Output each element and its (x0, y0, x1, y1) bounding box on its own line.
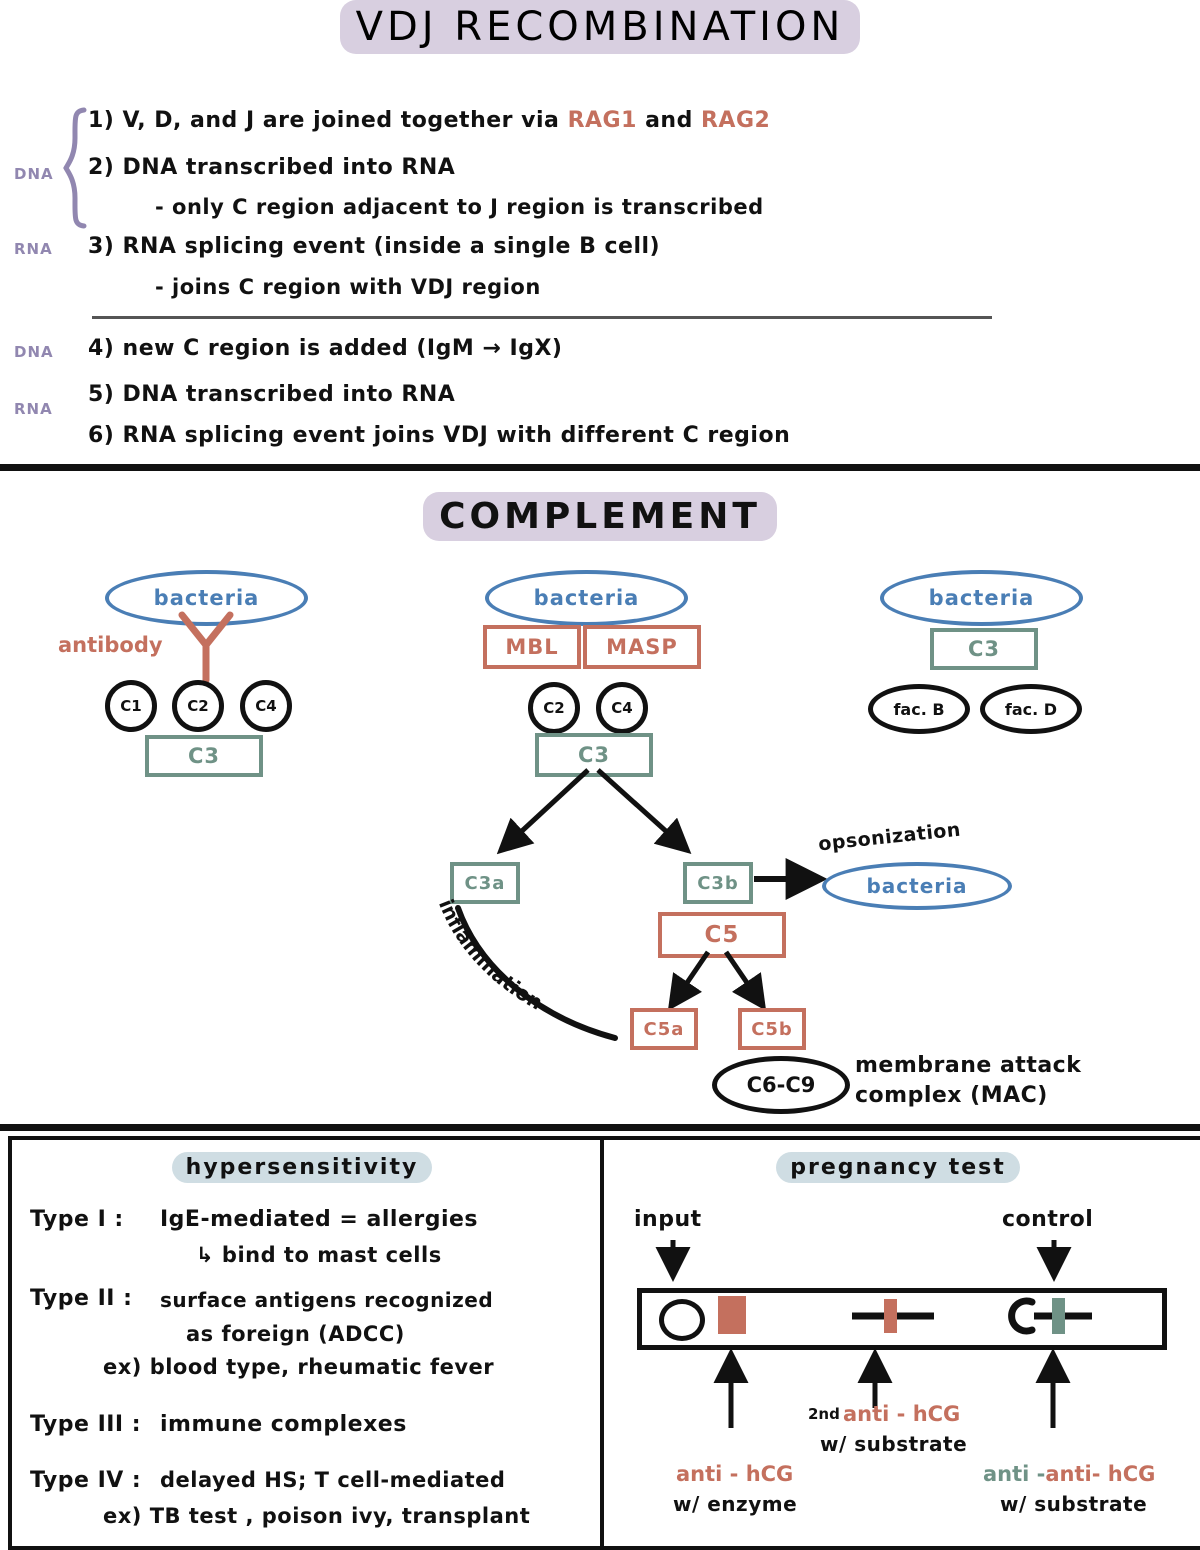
section-divider-1 (0, 464, 1200, 471)
hs-type4-label: Type IV : (30, 1468, 142, 1493)
rag2-label: RAG2 (700, 108, 771, 133)
anti-hcg-sub: w/ enzyme (673, 1492, 798, 1516)
hs-type2-label: Type II : (30, 1286, 133, 1311)
vdj-step-3: 3) RNA splicing event (inside a single B… (88, 234, 660, 259)
anti-anti-hcg-sub: w/ substrate (1000, 1492, 1148, 1516)
hs-type2-example: ex) blood type, rheumatic fever (103, 1355, 495, 1379)
control-label: control (1002, 1207, 1094, 1232)
vdj-step-5: 5) DNA transcribed into RNA (88, 382, 455, 407)
complement-title: COMPLEMENT (423, 492, 777, 541)
c3b-box: C3b (683, 862, 753, 904)
vdj-step-4-num: 4) (88, 336, 115, 361)
vdj-step-6-num: 6) (88, 423, 115, 448)
c5a-box: C5a (630, 1008, 698, 1050)
classical-c3-box: C3 (145, 735, 263, 777)
factor-d-oval: fac. D (980, 684, 1082, 734)
vdj-step-1-mid: and (636, 108, 701, 133)
c5b-box: C5b (738, 1008, 806, 1050)
sample-well-icon (659, 1299, 705, 1341)
hypersensitivity-title-row: hypersensitivity (8, 1152, 596, 1183)
vdj-step-2-text: DNA transcribed into RNA (122, 155, 456, 180)
vdj-step-1-text: V, D, and J are joined together via (122, 108, 568, 133)
vdj-step-1: 1) V, D, and J are joined together via R… (88, 108, 770, 133)
lectin-circle-c4: C4 (596, 682, 648, 734)
opsonization-arrow (754, 858, 828, 900)
anti-anti-hcg-label: anti -anti- hCG (983, 1462, 1155, 1486)
alternative-c3-box: C3 (930, 628, 1038, 670)
vdj-step-6: 6) RNA splicing event joins VDJ with dif… (88, 423, 790, 448)
vdj-step-2-sub: - only C region adjacent to J region is … (155, 195, 764, 219)
rag1-label: RAG1 (567, 108, 637, 133)
second-antibody-superscript: 2nd (808, 1405, 840, 1423)
vdj-step-4: 4) new C region is added (IgM → IgX) (88, 336, 562, 361)
complement-title-row: COMPLEMENT (0, 492, 1200, 541)
vdj-step-5-text: DNA transcribed into RNA (122, 382, 456, 407)
inflammation-arc (455, 905, 618, 1041)
antibody-label: antibody (58, 633, 163, 657)
c6-c9-oval: C6-C9 (712, 1056, 850, 1114)
classical-circle-c1: C1 (105, 680, 157, 732)
vdj-divider-rule (92, 316, 992, 319)
inflammation-label: inflammation (434, 896, 547, 1015)
vdj-step-3-sub-text: - joins C region with VDJ region (155, 275, 541, 299)
vdj-step-2-num: 2) (88, 155, 115, 180)
mac-label-line1: membrane attack (855, 1053, 1082, 1078)
factor-b-oval: fac. B (868, 684, 970, 734)
classical-circle-c4: C4 (240, 680, 292, 732)
inflammation-text-arc: inflammation (434, 896, 547, 1015)
lectin-circle-c2: C2 (528, 682, 580, 734)
hs-type1-text: IgE-mediated = allergies (160, 1207, 479, 1232)
label-dna-1: DNA (14, 165, 54, 183)
test-strip (637, 1288, 1167, 1350)
label-dna-2: DNA (14, 343, 54, 361)
anti-hcg-label: anti - hCG (676, 1462, 794, 1486)
hypersensitivity-title: hypersensitivity (171, 1152, 433, 1183)
pregnancy-title: pregnancy test (776, 1152, 1020, 1183)
vdj-step-2-sub-text: - only C region adjacent to J region is … (155, 195, 764, 219)
vdj-step-3-text: RNA splicing event (inside a single B ce… (122, 234, 661, 259)
second-anti-hcg-label: anti - hCG (843, 1402, 961, 1426)
input-label: input (634, 1207, 702, 1232)
anti-anti-hcg-suffix: anti- hCG (1045, 1462, 1156, 1486)
c5-box: C5 (658, 912, 786, 958)
hs-type1-label: Type I : (30, 1207, 124, 1232)
hs-type2-text: surface antigens recognized (160, 1288, 494, 1312)
alternative-bacteria-oval: bacteria (880, 570, 1083, 626)
lectin-mbl-box: MBL (483, 625, 581, 669)
anti-hcg-conjugate-pad (718, 1296, 746, 1334)
hs-type1-sub: ↳ bind to mast cells (196, 1243, 442, 1267)
vdj-title-row: VDJ RECOMBINATION (0, 0, 1200, 54)
vdj-step-5-num: 5) (88, 382, 115, 407)
pregnancy-title-row: pregnancy test (600, 1152, 1196, 1183)
svg-text:inflammation: inflammation (434, 896, 547, 1015)
section-divider-2 (0, 1124, 1200, 1131)
classical-bacteria-oval: bacteria (105, 570, 308, 626)
vdj-step-4-text: new C region is added (IgM → IgX) (122, 336, 563, 361)
hs-type3-text: immune complexes (160, 1412, 407, 1437)
page-title: VDJ RECOMBINATION (339, 0, 861, 54)
classical-circle-c2: C2 (172, 680, 224, 732)
hs-type4-text: delayed HS; T cell-mediated (160, 1468, 506, 1492)
lectin-bacteria-oval: bacteria (485, 570, 688, 626)
mac-label-line2: complex (MAC) (855, 1083, 1048, 1108)
lectin-masp-box: MASP (583, 625, 701, 669)
vdj-step-6-text: RNA splicing event joins VDJ with differ… (122, 423, 791, 448)
c3a-box: C3a (450, 862, 520, 904)
vdj-step-3-sub: - joins C region with VDJ region (155, 275, 541, 299)
opsonized-bacteria-oval: bacteria (822, 862, 1012, 910)
hypersensitivity-panel (8, 1136, 604, 1550)
anti-anti-hcg-prefix: anti - (983, 1462, 1046, 1486)
hs-type2-sub: as foreign (ADCC) (186, 1322, 405, 1346)
second-anti-hcg-sub: w/ substrate (820, 1432, 968, 1456)
label-rna-1: RNA (14, 240, 53, 258)
hs-type3-label: Type III : (30, 1412, 142, 1437)
label-rna-2: RNA (14, 400, 53, 418)
vdj-step-2: 2) DNA transcribed into RNA (88, 155, 455, 180)
vdj-step-3-num: 3) (88, 234, 115, 259)
hs-type4-example: ex) TB test , poison ivy, transplant (103, 1504, 531, 1528)
lectin-c3-box: C3 (535, 733, 653, 777)
opsonization-label: opsonization (817, 818, 962, 856)
vdj-step-1-num: 1) (88, 108, 115, 133)
